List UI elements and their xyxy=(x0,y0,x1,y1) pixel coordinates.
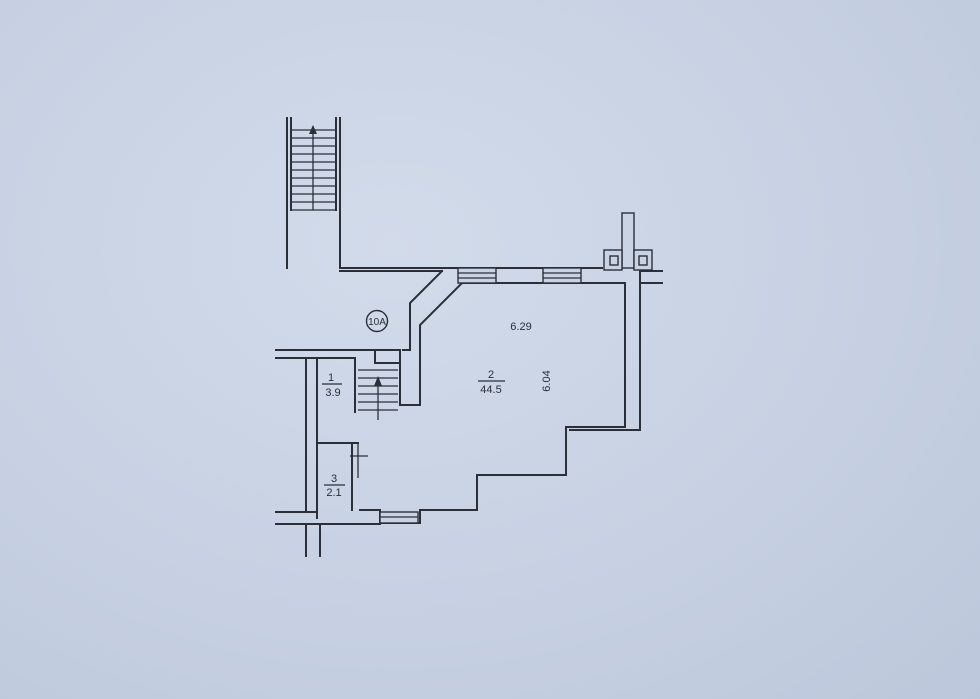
stair-arrow-up-icon-2 xyxy=(374,376,382,420)
exterior-walls xyxy=(275,267,663,557)
stair-arrow-up-icon xyxy=(309,125,317,210)
room-1-area: 3.9 xyxy=(325,387,340,399)
room-3-number: 3 xyxy=(331,473,337,485)
interior-staircase xyxy=(358,349,399,420)
exterior-staircase xyxy=(286,117,341,269)
room-2-number: 2 xyxy=(488,369,494,381)
room-3-label: 3 2.1 xyxy=(324,473,345,499)
dimension-width: 6.29 xyxy=(510,321,531,333)
window-bottom xyxy=(379,511,419,524)
room-1-label: 1 3.9 xyxy=(322,372,342,399)
column-block xyxy=(603,212,653,271)
window-right xyxy=(542,267,582,284)
window-left xyxy=(457,267,497,284)
building-number-text: 10А xyxy=(368,317,386,328)
dimension-depth: 6.04 xyxy=(541,370,553,391)
room-2-label: 2 44.5 xyxy=(478,369,505,396)
room-3-area: 2.1 xyxy=(326,487,341,499)
building-number-marker: 10А xyxy=(365,309,389,333)
room-2-area: 44.5 xyxy=(480,384,501,396)
room-1-number: 1 xyxy=(328,372,334,384)
